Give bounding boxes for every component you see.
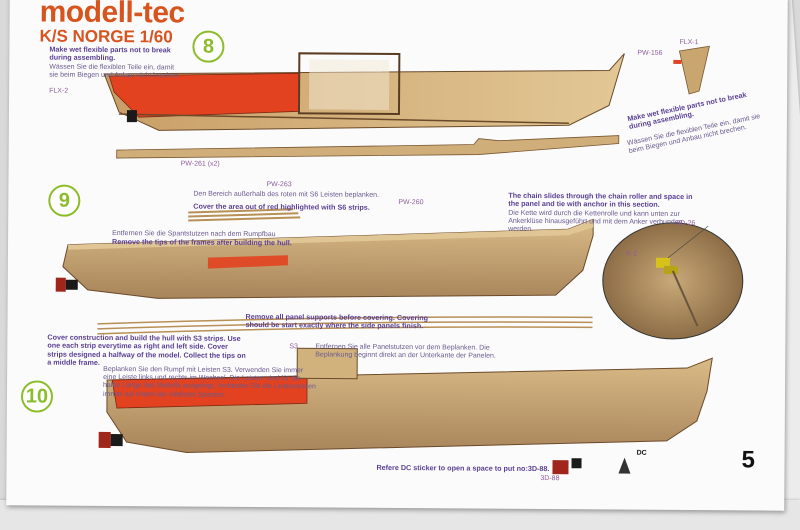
red-highlight-area	[111, 375, 308, 409]
label-3d88: 3D-88	[540, 475, 560, 483]
label-pw156: PW-156	[637, 49, 663, 57]
label-dc: DC	[636, 449, 647, 457]
chain-detail-inset	[602, 222, 744, 340]
note-panel-en: Remove all panel supports before coverin…	[245, 311, 429, 331]
ship-drawings	[55, 45, 744, 475]
hull-step9	[55, 218, 594, 299]
anchor-parts-3d88	[552, 457, 631, 475]
note-spant-en: Remove the tips of the frames after buil…	[112, 237, 292, 248]
label-pw261: PW-261 (x2)	[180, 160, 220, 168]
note-cover-red-en: Cover the area out of red highlighted wi…	[193, 201, 370, 212]
note-chain-de: Die Kette wird durch die Kettenrolle und…	[508, 209, 683, 234]
note-cover-en: Cover construction and build the hull wi…	[47, 332, 246, 368]
label-3d26: 3D-26	[676, 219, 696, 228]
note-cover-red-de: Den Bereich außerhalb des roten mit S6 L…	[193, 190, 380, 199]
label-flx2: FLX-2	[49, 87, 69, 95]
note-flex-en: Make wet flexible parts not to break dur…	[49, 44, 171, 63]
note-cover-de: Beplanken Sie den Rumpf mit Leisten S3. …	[102, 365, 316, 399]
label-s3: S3	[289, 343, 298, 351]
note-chain-en: The chain slides through the chain rolle…	[508, 190, 693, 210]
step-number-9: 9	[48, 184, 81, 217]
flex-part-flx1	[678, 45, 710, 95]
note-flex-de: Wässen Sie die flexiblen Teile ein, dami…	[49, 63, 181, 80]
note-sticker-en: Refere DC sticker to open a space to put…	[376, 462, 550, 474]
instruction-page: modell-tec K/S NORGE 1/60	[6, 0, 788, 511]
step-number-8: 8	[192, 30, 225, 63]
label-flx1: FLX-1	[679, 38, 699, 47]
strips-s3	[97, 316, 593, 335]
page-number: 5	[741, 446, 756, 474]
label-r2: R-2	[625, 250, 638, 258]
strip-pw261	[116, 135, 620, 159]
red-highlight-area	[108, 72, 300, 118]
step-number-10: 10	[20, 380, 54, 413]
hull-frame-step8	[103, 52, 625, 131]
strips-s6	[188, 208, 301, 222]
hull-step10	[98, 347, 713, 454]
label-pw263: PW-263	[266, 181, 292, 189]
label-pw260: PW-260	[398, 199, 424, 207]
note-panel-de: Entfernen Sie alle Panelstutzen vor dem …	[315, 343, 496, 360]
